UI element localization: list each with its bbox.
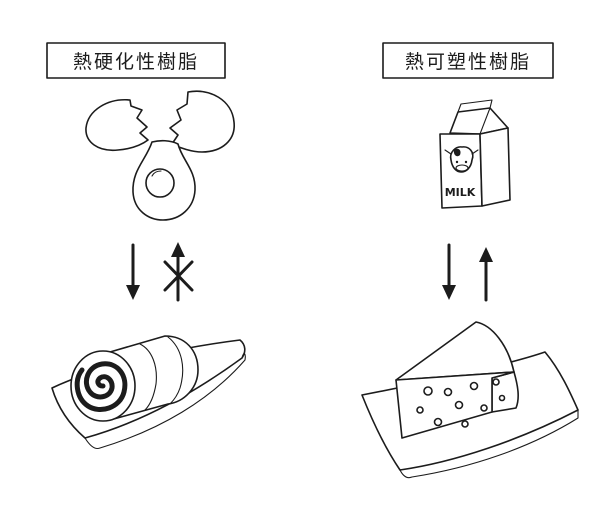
left-down-arrow-icon: [126, 243, 140, 300]
cheese-wedge-illustration: [395, 321, 519, 439]
milk-label: MILK: [445, 186, 476, 199]
left-blocked-up-arrow-icon: [163, 242, 194, 302]
milk-carton-illustration: MILK: [439, 99, 511, 209]
left-title: 熱硬化性樹脂: [73, 51, 199, 73]
right-title-box: 熱可塑性樹脂: [382, 42, 554, 79]
left-panel: 熱硬化性樹脂: [46, 42, 246, 450]
cow-icon: [444, 146, 479, 173]
right-up-arrow-icon: [479, 247, 493, 302]
right-title: 熱可塑性樹脂: [405, 51, 531, 73]
cracked-egg-illustration: [85, 90, 235, 221]
right-panel: 熱可塑性樹脂 MILK: [361, 42, 579, 479]
right-down-arrow-icon: [442, 243, 456, 300]
rolled-omelet-illustration: [70, 335, 199, 422]
cheese-holes: [416, 378, 506, 428]
left-title-box: 熱硬化性樹脂: [46, 42, 226, 79]
